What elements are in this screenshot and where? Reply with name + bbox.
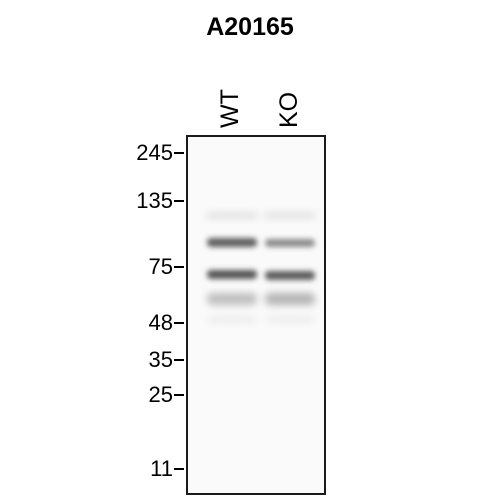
band-wt-faint-top: [206, 213, 258, 218]
marker-75: 75: [100, 255, 184, 279]
marker-tick-35: [174, 359, 184, 361]
marker-label-245: 245: [136, 140, 173, 165]
marker-tick-11: [174, 468, 184, 470]
marker-label-135: 135: [136, 188, 173, 213]
marker-tick-135: [174, 200, 184, 202]
marker-label-11: 11: [150, 456, 173, 481]
marker-35: 35: [100, 348, 184, 372]
marker-135: 135: [100, 189, 184, 213]
marker-label-25: 25: [148, 382, 173, 407]
blot-bands: [206, 213, 316, 322]
marker-25: 25: [100, 383, 184, 407]
marker-48: 48: [100, 311, 184, 335]
band-wt-lower: [207, 293, 257, 305]
marker-11: 11: [100, 457, 184, 481]
band-wt-upper: [207, 238, 257, 247]
band-wt-middle: [207, 270, 257, 279]
band-ko-faint-low: [266, 317, 314, 322]
marker-tick-25: [174, 394, 184, 396]
band-ko-lower: [265, 293, 315, 305]
blot-membrane: [186, 135, 326, 495]
marker-tick-245: [174, 152, 184, 154]
marker-label-75: 75: [148, 254, 173, 279]
band-wt-faint-low: [208, 317, 256, 322]
lane-label-ko: KO: [275, 91, 303, 128]
marker-label-35: 35: [148, 347, 173, 372]
figure-title: A20165: [206, 13, 294, 41]
lane-label-wt: WT: [216, 89, 244, 128]
marker-tick-75: [174, 266, 184, 268]
band-ko-middle: [265, 271, 315, 280]
marker-label-48: 48: [148, 310, 173, 335]
band-ko-faint-top: [264, 213, 316, 218]
band-ko-upper: [265, 239, 315, 247]
marker-245: 245: [100, 141, 184, 165]
marker-tick-48: [174, 322, 184, 324]
